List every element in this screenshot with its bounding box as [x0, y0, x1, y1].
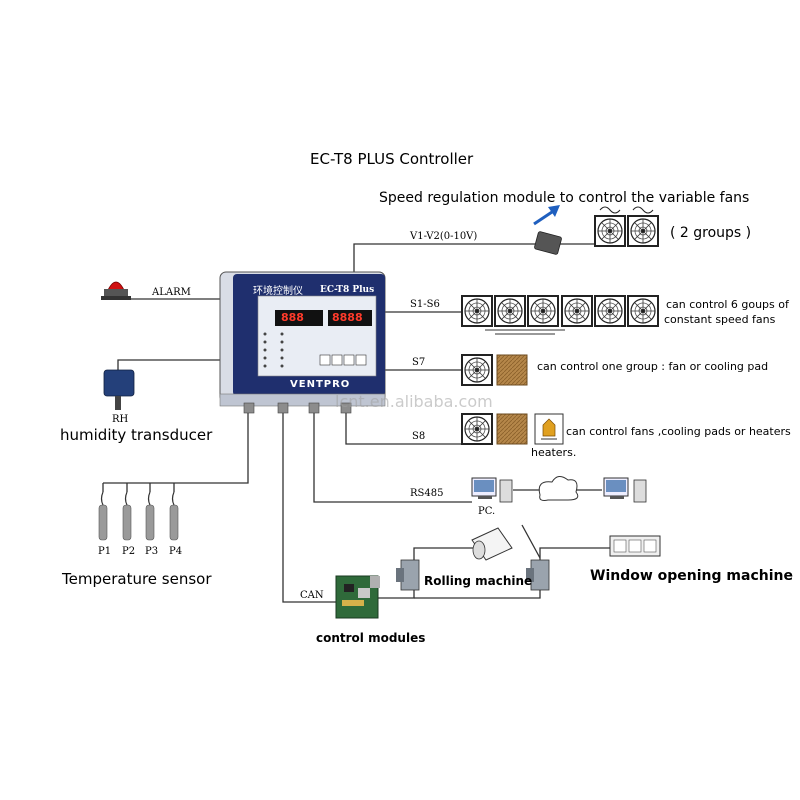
s1s6-note-line2: constant speed fans: [664, 313, 776, 326]
temperature-probes-icon: [98, 504, 179, 541]
v1v2-line: [353, 243, 545, 272]
humidity-transducer-icon: [103, 369, 135, 410]
constant-fans-icon: [461, 295, 659, 335]
control-module-board-icon: [335, 575, 380, 619]
can-line: [282, 412, 336, 603]
port-s8-label: S8: [412, 431, 426, 442]
s8-line: [345, 410, 462, 445]
cloud-icon: [538, 476, 579, 501]
s8-devices-icon: [461, 413, 564, 445]
port-rs485-label: RS485: [410, 488, 444, 499]
probe-label-2: P2: [122, 546, 136, 557]
port-v1v2-label: V1-V2(0-10V): [410, 231, 478, 242]
speed-arrow-icon: [533, 205, 560, 226]
probe-label-3: P3: [145, 546, 159, 557]
remote-pc-icon: [603, 477, 647, 503]
temp-bus-line: [103, 410, 249, 484]
pc-label: PC.: [478, 506, 496, 517]
pc-icon: [471, 477, 513, 503]
display-left: 888: [281, 311, 304, 324]
s7-note: can control one group : fan or cooling p…: [537, 360, 769, 373]
device-brand: VENTPRO: [290, 379, 351, 390]
display-right: 8888: [332, 311, 363, 324]
variable-fans-icon: [594, 206, 659, 247]
port-can-label: CAN: [300, 590, 324, 601]
window-machine-label: Window opening machine: [590, 568, 793, 584]
alarm-light-icon: [101, 281, 131, 300]
port-rh-label: RH: [112, 414, 129, 425]
s1s6-note-line1: can control 6 goups of: [666, 298, 789, 311]
speed-regulation-note: Speed regulation module to control the v…: [379, 190, 750, 206]
probe-label-4: P4: [169, 546, 183, 557]
rs485-line: [313, 412, 472, 503]
controller-unit: [219, 271, 386, 414]
groups-note: ( 2 groups ): [670, 225, 752, 241]
humidity-transducer-label: humidity transducer: [60, 426, 213, 444]
temperature-sensor-label: Temperature sensor: [62, 570, 212, 588]
window-machine-icon: [526, 535, 661, 591]
wiring: [102, 243, 610, 603]
watermark: lcnt.en.alibaba.com: [335, 392, 493, 411]
probe-label-1: P1: [98, 546, 112, 557]
s8-note-line1: can control fans ,cooling pads or heater…: [566, 425, 791, 438]
port-s7-label: S7: [412, 357, 426, 368]
rolling-machine-label: Rolling machine: [424, 574, 533, 588]
s7-devices-icon: [461, 354, 528, 386]
device-model: EC-T8 Plus: [320, 285, 375, 295]
diagram-title: EC-T8 PLUS Controller: [310, 150, 474, 168]
port-s1s6-label: S1-S6: [410, 299, 440, 310]
control-modules-label: control modules: [316, 631, 426, 645]
port-alarm-label: ALARM: [152, 287, 191, 298]
rolling-machine-icon: [396, 527, 513, 591]
s8-note-line2: heaters.: [531, 446, 577, 459]
device-chinese-title: 环境控制仪: [253, 286, 303, 297]
speed-module-icon: [534, 231, 562, 255]
